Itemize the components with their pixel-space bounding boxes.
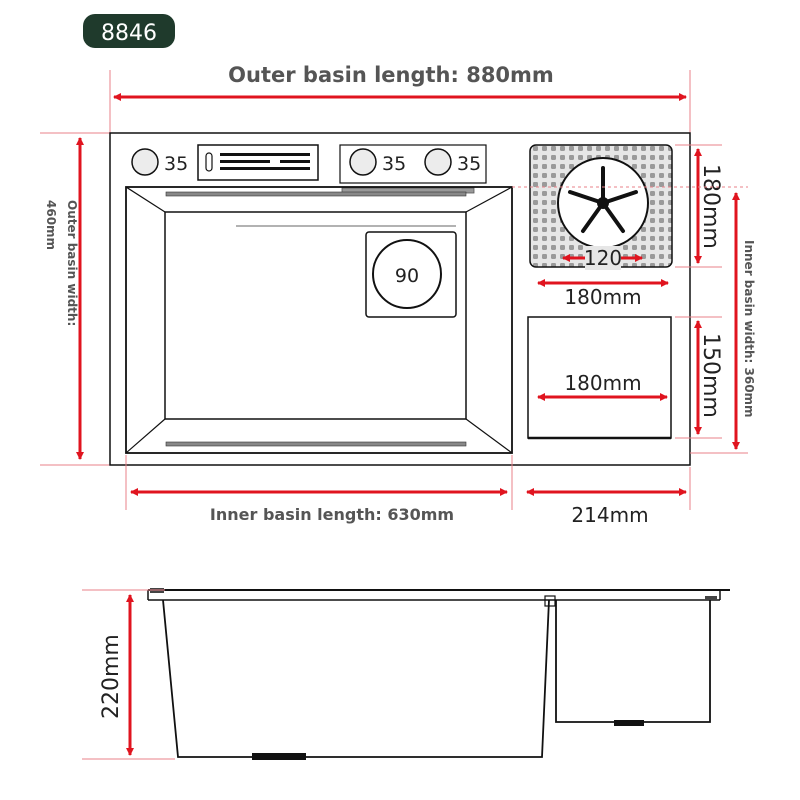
tray-width-label: 180mm (564, 371, 641, 395)
side-section-view (147, 588, 730, 760)
tap-hole-2: 35 (349, 148, 406, 176)
tap-hole-1: 35 (131, 148, 188, 176)
side-tray (527, 316, 672, 440)
rinser-width-label: 180mm (564, 285, 641, 309)
sink-outer-outline (109, 132, 691, 466)
rinser-diameter-bg (585, 246, 621, 270)
tap-hole-3-label: 35 (457, 153, 481, 175)
model-badge: 8846 (83, 14, 175, 48)
accessory-panel (339, 144, 487, 184)
cup-rinser (529, 144, 673, 268)
outer-length-label: Outer basin length: 880mm (228, 63, 554, 87)
tray-height-label: 150mm (698, 333, 723, 418)
rinser-diameter-label: 120 (584, 246, 622, 270)
side-width-label: 214mm (571, 503, 648, 527)
tap-hole-1-label: 35 (164, 153, 188, 175)
inner-length-label: Inner basin length: 630mm (210, 505, 454, 524)
outer-width-label-line2: 460mm (44, 200, 58, 250)
outer-width-label-line1: Outer basin width: (65, 200, 79, 326)
model-badge-text: 8846 (101, 21, 157, 46)
drain: 90 (365, 231, 457, 318)
main-basin (125, 186, 513, 454)
drain-label: 90 (395, 265, 419, 287)
depth-label: 220mm (99, 634, 124, 719)
rinser-height-label: 180mm (698, 164, 723, 249)
inner-width-label: Inner basin width: 360mm (742, 240, 756, 418)
soap-dispenser-slot (197, 144, 319, 181)
tap-hole-2-label: 35 (382, 153, 406, 175)
tap-hole-3: 35 (424, 148, 481, 176)
